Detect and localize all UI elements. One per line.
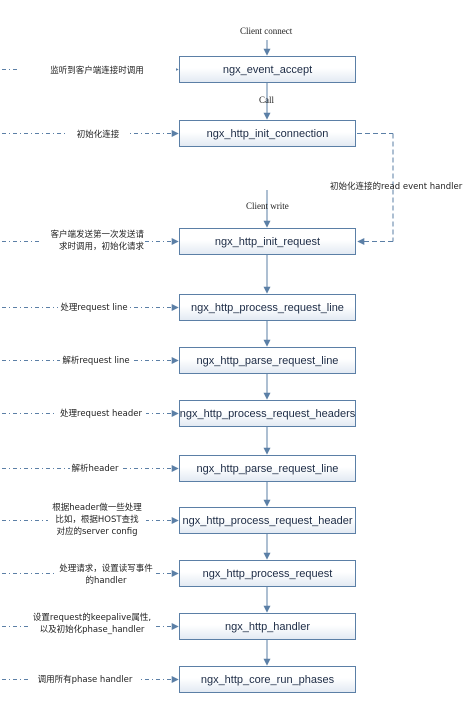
node-note: 监听到客户端连接时调用 (18, 65, 176, 77)
node-label: ngx_event_accept (222, 63, 313, 76)
node-note-line: 监听到客户端连接时调用 (50, 66, 144, 76)
node-note-line: 解析header (71, 464, 119, 474)
node-note: 初始化连接 (68, 129, 128, 141)
node-note-line: 设置request的keepalive属性, (32, 613, 152, 623)
client-write-label: Client write (246, 201, 289, 211)
node-label: ngx_http_process_request_header (182, 514, 353, 527)
node-note: 客户端发送第一次发送请求时调用，初始化请求 (40, 229, 144, 253)
node-note-line: 处理request header (60, 409, 142, 419)
node-note-line: 以及初始化phase_handler (39, 625, 145, 635)
node-label: ngx_http_init_request (214, 235, 321, 248)
node-note: 处理请求，设置读写事件的handler (56, 563, 156, 587)
node-note-line: 解析request line (62, 356, 130, 366)
call-label: Call (259, 95, 274, 105)
node-note: 根据header做一些处理比如，根据HOST查找对应的server config (48, 502, 146, 538)
node-label: ngx_http_process_request (202, 567, 333, 580)
node-label: ngx_http_parse_request_line (196, 354, 339, 367)
node-box: ngx_http_process_request (179, 560, 356, 587)
node-box: ngx_http_process_request_header (179, 507, 356, 534)
node-note: 设置request的keepalive属性, 以及初始化phase_handler (30, 612, 154, 636)
node-label: ngx_http_process_request_line (191, 301, 344, 314)
node-box: ngx_http_init_request (179, 228, 356, 255)
node-note: 解析header (70, 463, 120, 475)
node-note: 处理request line (58, 302, 130, 314)
node-note-line: 的handler (85, 576, 127, 586)
node-box: ngx_event_accept (179, 56, 356, 83)
node-note-line: 初始化连接 (76, 130, 120, 140)
node-note: 调用所有phase handler (30, 674, 140, 686)
node-box: ngx_http_init_connection (179, 120, 356, 147)
node-box: ngx_http_process_request_line (179, 294, 356, 321)
client-connect-label: Client connect (240, 26, 293, 36)
node-label: ngx_http_init_connection (206, 127, 329, 140)
node-note-line: 根据header做一些处理 (52, 503, 142, 513)
node-label: ngx_http_core_run_phases (200, 673, 335, 686)
node-note-line: 处理request line (60, 303, 128, 313)
node-label: ngx_http_process_request_headers (179, 407, 356, 420)
side-handler-label: 初始化连接的read event handler (330, 182, 463, 192)
node-note-line: 调用所有phase handler (37, 675, 133, 685)
node-label: ngx_http_handler (224, 620, 310, 633)
node-box: ngx_http_parse_request_line (179, 455, 356, 482)
node-note: 处理request header (56, 408, 146, 420)
node-note: 解析request line (60, 355, 132, 367)
node-box: ngx_http_parse_request_line (179, 347, 356, 374)
node-note-line: 比如，根据HOST查找 (55, 515, 139, 525)
node-note-line: 对应的server config (56, 527, 138, 537)
node-note-line: 处理请求，设置读写事件 (59, 564, 153, 574)
node-note-line: 求时调用，初始化请求 (58, 242, 144, 252)
node-box: ngx_http_process_request_headers (179, 400, 356, 427)
node-box: ngx_http_core_run_phases (179, 666, 356, 693)
node-note-line: 客户端发送第一次发送请 (50, 230, 144, 240)
node-label: ngx_http_parse_request_line (196, 462, 339, 475)
node-box: ngx_http_handler (179, 613, 356, 640)
